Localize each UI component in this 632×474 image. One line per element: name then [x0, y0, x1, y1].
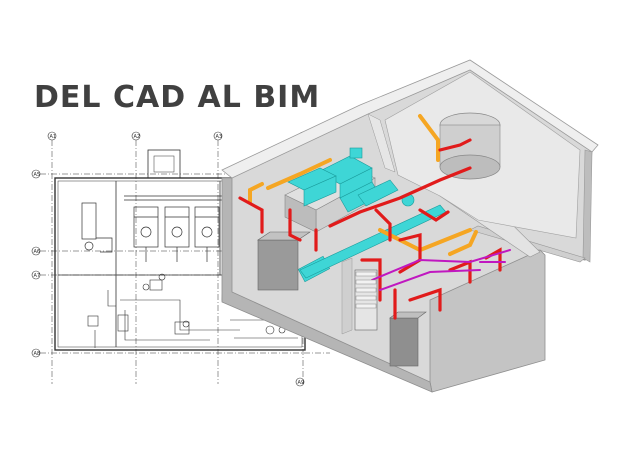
cad-boilers: [124, 195, 230, 262]
grid-label-left: A8: [34, 351, 41, 357]
grid-label-top: A3: [216, 134, 223, 140]
cad-tank: [81, 202, 113, 253]
bim-equipment: [257, 231, 427, 367]
bim-drain-lines: [371, 249, 511, 291]
bim-stair: [355, 271, 377, 309]
bim-partition: [367, 113, 396, 173]
cad-shaft: [147, 149, 181, 179]
grid-label-top: A1: [50, 134, 57, 140]
grid-label-left: A9: [298, 380, 305, 386]
grid-label-left: A7: [34, 273, 41, 279]
grid-label-left: A6: [34, 249, 41, 255]
bim-wall-front-left: [221, 177, 433, 393]
bim-wall-right: [582, 149, 593, 263]
bim-3d-model: [221, 59, 599, 393]
page-title: DEL CAD AL BIM: [34, 80, 321, 115]
grid-label-top: A2: [134, 134, 141, 140]
grid-label-left: A5: [34, 172, 41, 178]
